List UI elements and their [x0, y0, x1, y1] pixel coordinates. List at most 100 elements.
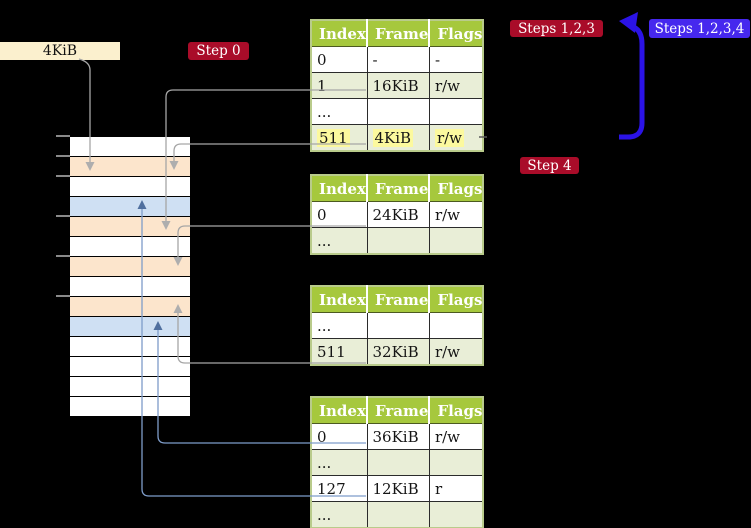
cell-frame: [366, 227, 430, 255]
memory-row-free: [70, 337, 190, 357]
cell-index: 0: [310, 46, 368, 73]
cell-frame: [366, 501, 430, 528]
table-row: ...: [310, 501, 484, 528]
memory-tick: [56, 255, 70, 257]
memory-row-page-table: [70, 257, 190, 277]
column-header-flags: Flags: [429, 175, 484, 202]
cell-index: ...: [310, 98, 368, 125]
memory-row-page-table: [70, 217, 190, 237]
highlight-span: 4KiB: [372, 128, 414, 147]
memory-row-free: [70, 277, 190, 297]
cell-index: 0: [310, 201, 368, 228]
cell-index: 511: [310, 338, 368, 366]
column-header-frame: Frame: [367, 20, 431, 47]
memory-tick: [56, 295, 70, 297]
column-header-index: Index: [311, 397, 368, 424]
column-header-index: Index: [311, 175, 368, 202]
memory-row-free: [70, 377, 190, 397]
cell-flags: r/w: [428, 423, 484, 450]
memory-tick: [56, 215, 70, 217]
cell-flags: [428, 227, 484, 255]
highlight-span: 511: [317, 128, 350, 147]
cell-flags: [428, 312, 484, 339]
memory-tick: [56, 155, 70, 157]
memory-row-free: [70, 357, 190, 377]
table-row: ...: [310, 449, 484, 476]
badge-steps-1234: Steps 1,2,3,4: [649, 19, 750, 38]
cell-frame: [366, 98, 430, 125]
column-header-flags: Flags: [429, 20, 484, 47]
cell-flags: -: [428, 46, 484, 73]
column-header-index: Index: [311, 286, 368, 313]
cell-flags: r/w: [428, 201, 484, 228]
memory-tick: [56, 175, 70, 177]
cell-frame: -: [366, 46, 430, 73]
cell-flags: [428, 449, 484, 476]
memory-row-free: [70, 137, 190, 157]
cell-frame: 32KiB: [366, 338, 430, 366]
memory-row-page-table: [70, 157, 190, 177]
physical-memory-column: [70, 136, 190, 417]
cell-frame: 16KiB: [366, 72, 430, 99]
badge-step-4: Step 4: [520, 157, 579, 174]
cell-flags: r/w: [428, 124, 484, 152]
cell-index: ...: [310, 449, 368, 476]
cell-index: 0: [310, 423, 368, 450]
cell-index: 511: [310, 124, 368, 152]
badge-steps-123: Steps 1,2,3: [510, 20, 603, 37]
column-header-index: Index: [311, 20, 368, 47]
table-row: ...: [310, 98, 484, 125]
memory-tick: [56, 135, 70, 137]
table-row: 511 4KiB r/w: [310, 124, 484, 152]
cell-frame: 36KiB: [366, 423, 430, 450]
column-header-frame: Frame: [367, 397, 431, 424]
cell-index: ...: [310, 501, 368, 528]
memory-row-free: [70, 397, 190, 417]
cell-index: 127: [310, 475, 368, 502]
size-label: 4KiB: [0, 42, 120, 60]
column-header-flags: Flags: [429, 286, 484, 313]
recursive-loop-arrowhead: [619, 12, 638, 33]
cell-flags: [428, 98, 484, 125]
cell-frame: 24KiB: [366, 201, 430, 228]
cell-frame: [366, 312, 430, 339]
memory-row-free: [70, 237, 190, 257]
memory-row-page-table: [70, 297, 190, 317]
table-row: ...: [310, 227, 484, 255]
cell-flags: [428, 501, 484, 528]
highlight-span: r/w: [434, 128, 465, 147]
table-row: 0--: [310, 46, 484, 73]
recursive-loop-arrow: [619, 23, 645, 140]
cell-flags: r/w: [428, 72, 484, 99]
cell-frame: 4KiB: [366, 124, 430, 152]
column-header-frame: Frame: [367, 286, 431, 313]
cell-index: 1: [310, 72, 368, 99]
badge-step-0: Step 0: [188, 42, 249, 60]
cell-flags: r: [428, 475, 484, 502]
column-header-flags: Flags: [429, 397, 484, 424]
memory-row-mapped-page: [70, 197, 190, 217]
cell-frame: [366, 449, 430, 476]
table-row: ...: [310, 312, 484, 339]
memory-row-free: [70, 177, 190, 197]
cell-frame: 12KiB: [366, 475, 430, 502]
column-header-frame: Frame: [367, 175, 431, 202]
memory-row-mapped-page: [70, 317, 190, 337]
